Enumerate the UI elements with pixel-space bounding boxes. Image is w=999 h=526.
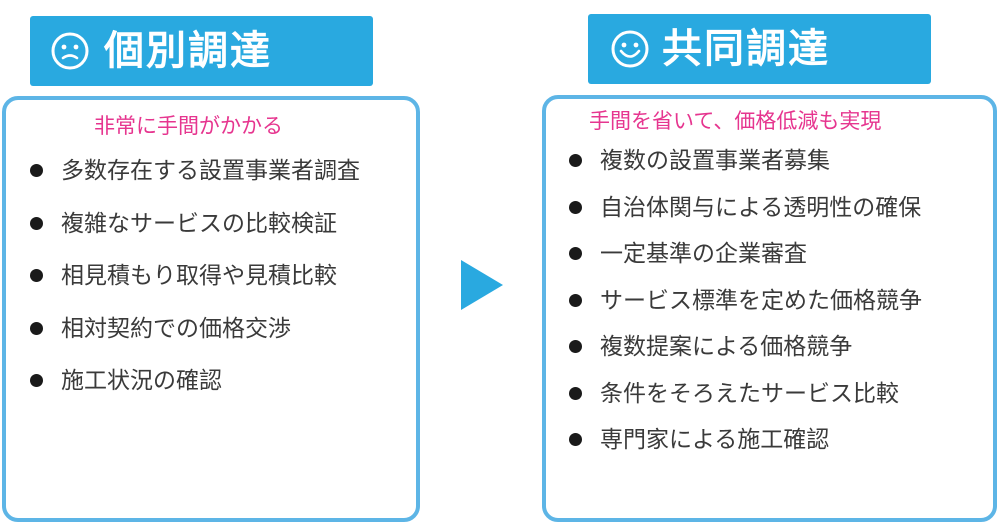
right-item-list: 複数の設置事業者募集 自治体関与による透明性の確保 一定基準の企業審査 サービス… bbox=[569, 150, 989, 476]
bullet-icon bbox=[30, 216, 43, 230]
list-item: 相見積もり取得や見積比較 bbox=[30, 265, 410, 318]
list-item: 施工状況の確認 bbox=[30, 370, 410, 423]
bullet-icon bbox=[30, 164, 43, 177]
list-item-text: サービス標準を定めた価格競争 bbox=[600, 287, 922, 314]
list-item-text: 多数存在する設置事業者調査 bbox=[61, 158, 360, 184]
list-item: 専門家による施工確認 bbox=[569, 429, 989, 476]
left-title: 個別調達 bbox=[104, 28, 272, 74]
bullet-icon bbox=[30, 374, 43, 387]
bullet-icon bbox=[569, 340, 582, 353]
list-item-text: 自治体関与による透明性の確保 bbox=[600, 194, 922, 221]
right-title: 共同調達 bbox=[662, 26, 830, 72]
bullet-icon bbox=[569, 386, 582, 400]
bullet-icon bbox=[569, 200, 582, 214]
bullet-icon bbox=[569, 247, 582, 260]
list-item-text: 専門家による施工確認 bbox=[600, 427, 830, 453]
right-header: 共同調達 bbox=[588, 14, 931, 84]
confused-face-icon bbox=[51, 32, 89, 70]
list-item: 多数存在する設置事業者調査 bbox=[30, 160, 410, 213]
right-panel: 手間を省いて、価格低減も実現 複数の設置事業者募集 自治体関与による透明性の確保… bbox=[542, 95, 997, 522]
list-item: 相対契約での価格交渉 bbox=[30, 315, 410, 371]
list-item-text: 相見積もり取得や見積比較 bbox=[61, 263, 337, 289]
bullet-icon bbox=[30, 269, 43, 282]
list-item-text: 条件をそろえたサービス比較 bbox=[600, 380, 899, 407]
list-item-text: 複数提案による価格競争 bbox=[600, 334, 853, 360]
right-subtitle: 手間を省いて、価格低減も実現 bbox=[589, 109, 882, 133]
play-arrow-right-icon bbox=[461, 260, 503, 310]
list-item-text: 複数の設置事業者募集 bbox=[600, 148, 830, 174]
bullet-icon bbox=[569, 293, 582, 307]
bullet-icon bbox=[569, 154, 582, 167]
list-item: 一定基準の企業審査 bbox=[569, 243, 989, 290]
list-item-text: 施工状況の確認 bbox=[61, 368, 222, 394]
bullet-icon bbox=[30, 321, 43, 335]
left-panel: 非常に手間がかかる 多数存在する設置事業者調査 複雑なサービスの比較検証 相見積… bbox=[2, 96, 420, 522]
bullet-icon bbox=[569, 433, 582, 446]
left-subtitle: 非常に手間がかかる bbox=[94, 114, 283, 138]
list-item-text: 一定基準の企業審査 bbox=[600, 241, 807, 267]
list-item: 複雑なサービスの比較検証 bbox=[30, 210, 410, 266]
left-item-list: 多数存在する設置事業者調査 複雑なサービスの比較検証 相見積もり取得や見積比較 … bbox=[30, 160, 410, 423]
list-item-text: 相対契約での価格交渉 bbox=[61, 315, 291, 342]
list-item: 自治体関与による透明性の確保 bbox=[569, 194, 989, 244]
list-item: 複数の設置事業者募集 bbox=[569, 150, 989, 197]
list-item: 条件をそろえたサービス比較 bbox=[569, 380, 989, 430]
list-item: 複数提案による価格競争 bbox=[569, 336, 989, 383]
list-item: サービス標準を定めた価格競争 bbox=[569, 287, 989, 337]
smiling-face-icon bbox=[611, 30, 649, 68]
list-item-text: 複雑なサービスの比較検証 bbox=[61, 210, 337, 237]
left-header: 個別調達 bbox=[30, 16, 373, 86]
